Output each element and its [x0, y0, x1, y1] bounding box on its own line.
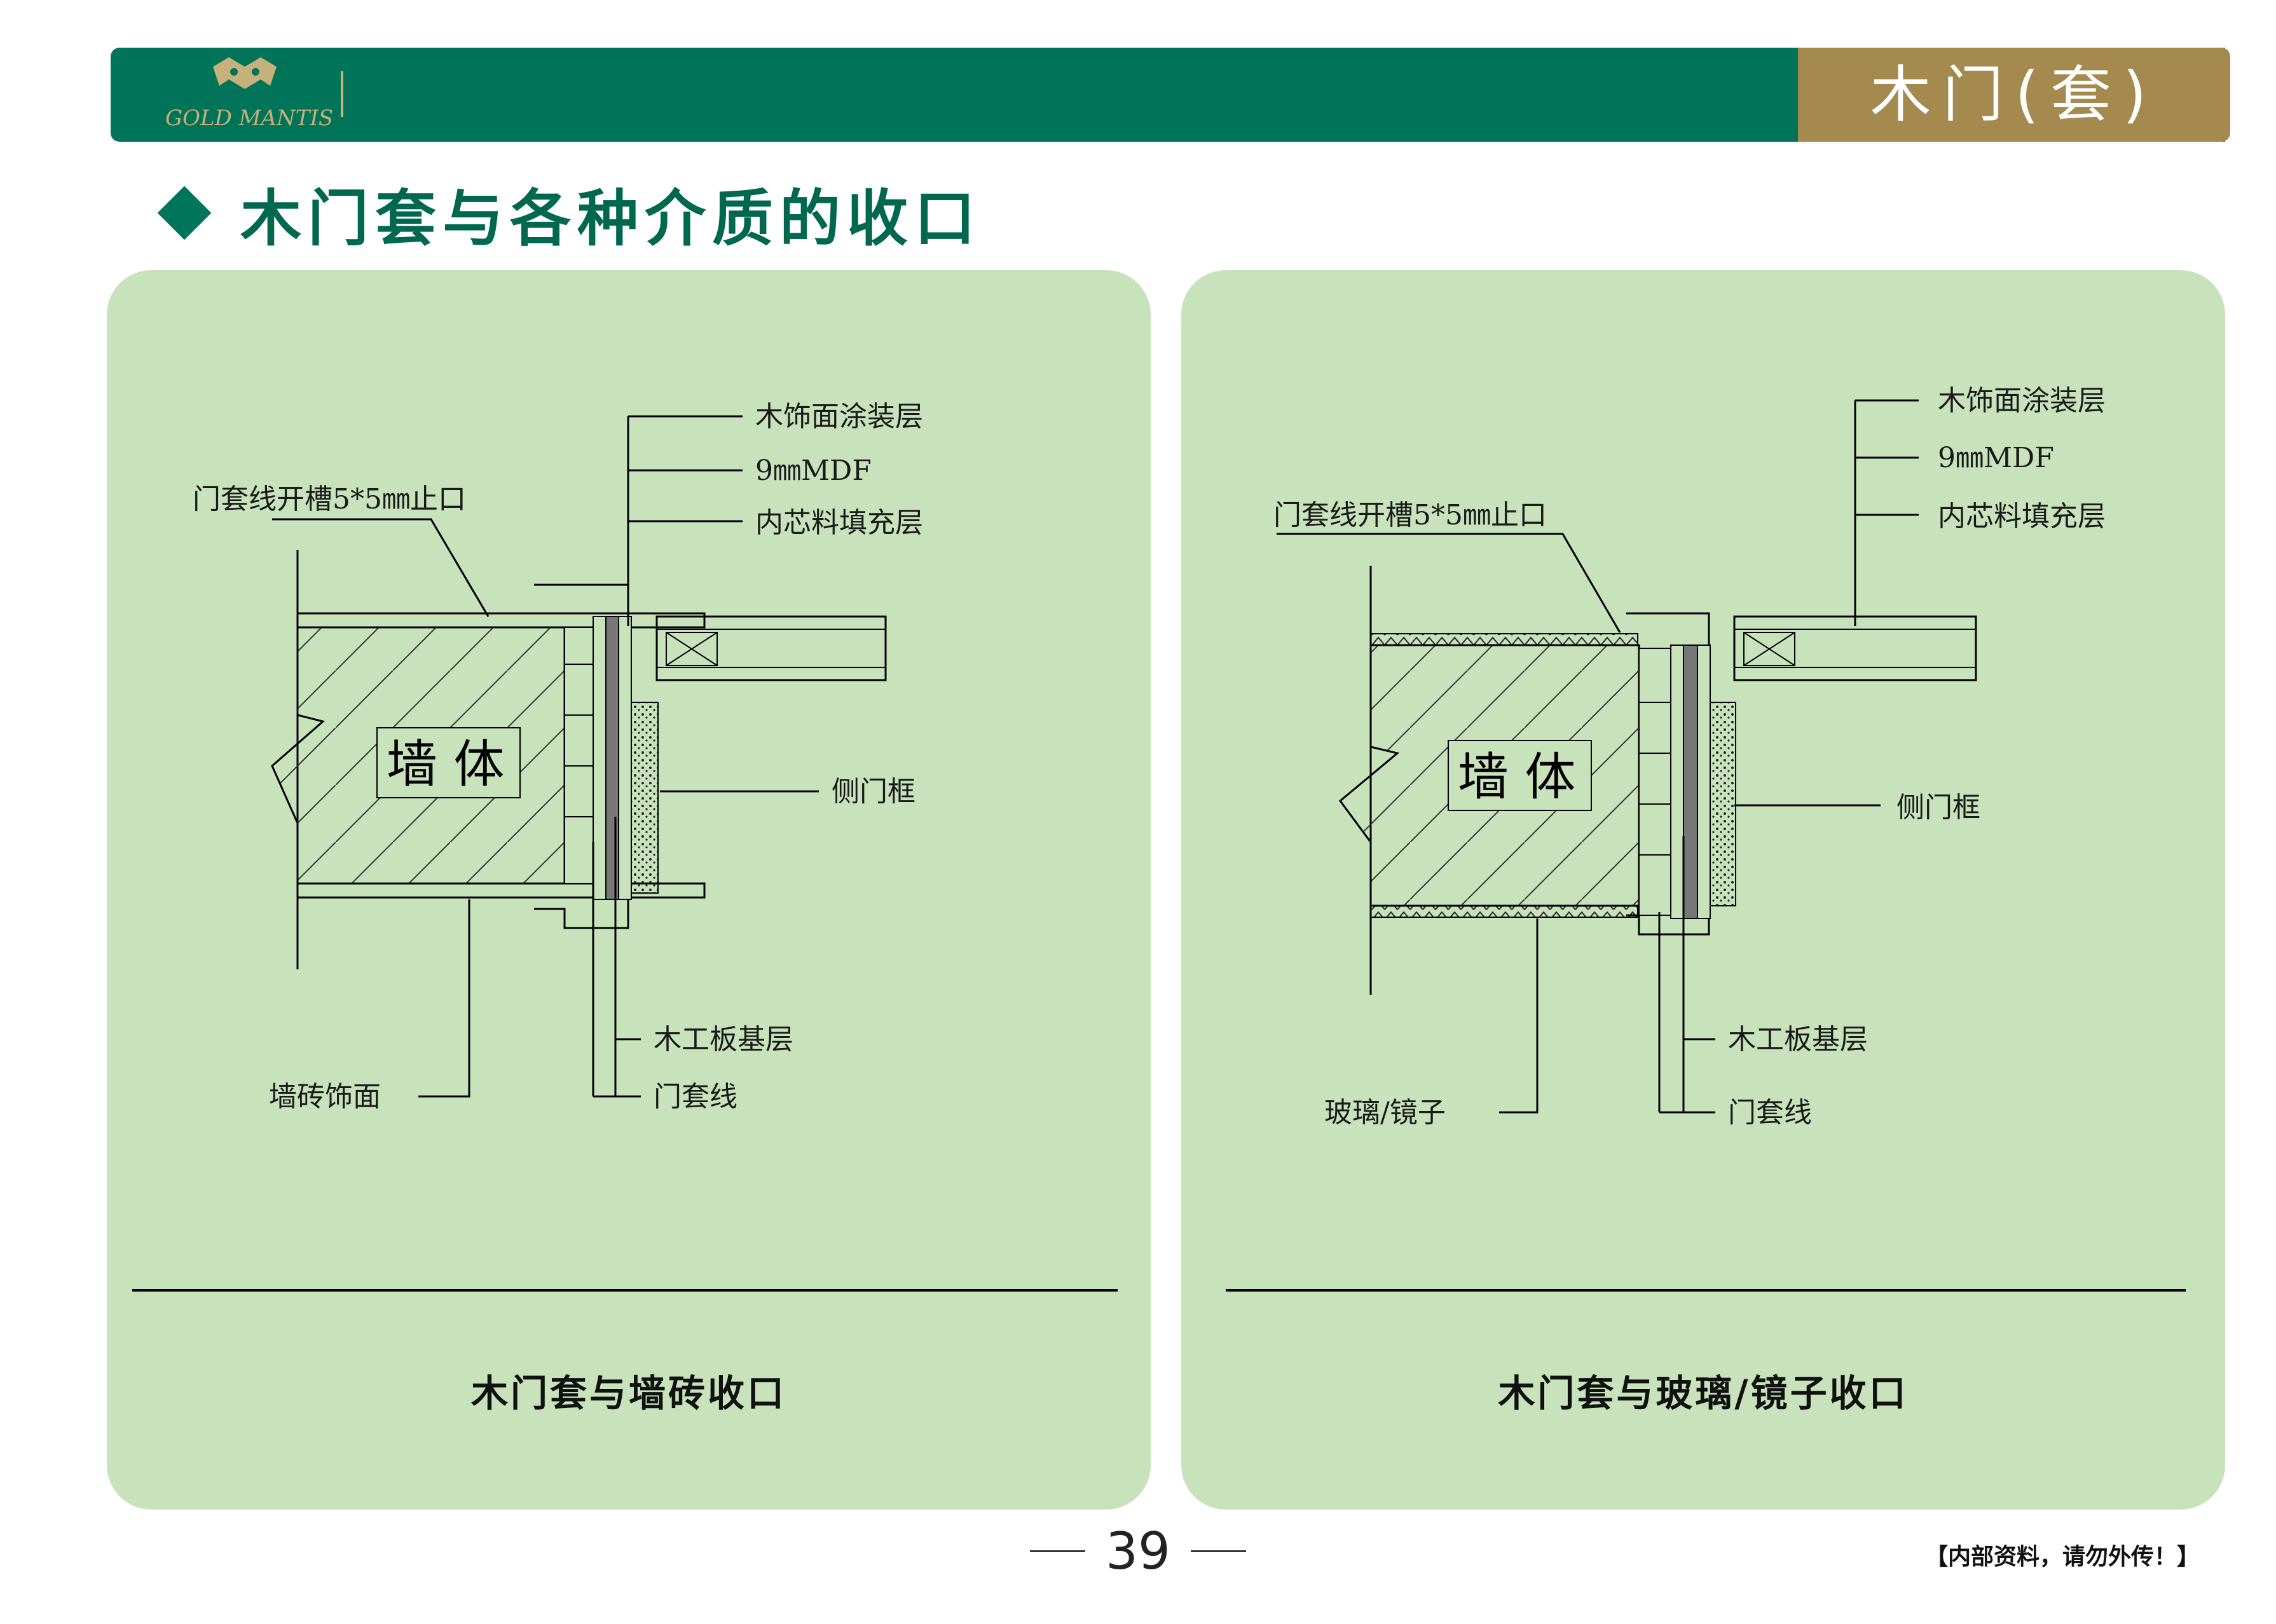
label-mdf: 9㎜MDF: [755, 454, 872, 487]
section-drawing-wall-tile: 墙 体 木饰面涂装层 9㎜MDF: [132, 400, 1118, 1292]
mantis-icon: [213, 57, 277, 89]
header-title-block: [1798, 48, 2230, 142]
label-side-frame: 侧门框: [1896, 791, 1980, 824]
label-plywood-base: 木工板基层: [1728, 1023, 1868, 1056]
label-plywood-base: 木工板基层: [654, 1023, 793, 1056]
label-casing: 门套线: [1728, 1096, 1812, 1129]
label-groove: 门套线开槽5*5㎜止口: [1273, 499, 1547, 531]
page-number-rule: [1190, 1550, 1246, 1552]
wall-label: 墙 体: [1458, 747, 1575, 807]
logo: GOLD MANTIS: [165, 57, 333, 131]
panel-glass-mirror: 墙 体 木饰面涂装层 9㎜MDF 内: [1181, 270, 2225, 1510]
label-core-fill: 内芯料填充层: [1938, 500, 2106, 533]
label-casing: 门套线: [654, 1081, 737, 1113]
panel-caption: 木门套与玻璃/镜子收口: [1498, 1372, 1909, 1415]
header-title: 木门(套): [1870, 59, 2158, 130]
section-heading: 木门套与各种介质的收口: [157, 178, 982, 254]
page-number: 39: [1106, 1521, 1170, 1581]
confidential-note: 【内部资料，请勿外传！】: [1924, 1543, 2200, 1570]
label-wood-finish: 木饰面涂装层: [1938, 385, 2106, 417]
label-wood-finish: 木饰面涂装层: [755, 400, 923, 433]
section-title: 木门套与各种介质的收口: [240, 182, 982, 254]
section-drawing-glass-mirror: 墙 体 木饰面涂装层 9㎜MDF 内: [1226, 385, 2186, 1292]
label-facing: 墙砖饰面: [269, 1081, 381, 1113]
label-groove: 门套线开槽5*5㎜止口: [193, 483, 466, 515]
label-mdf: 9㎜MDF: [1938, 442, 2054, 474]
wall-label: 墙 体: [387, 735, 504, 794]
label-core-fill: 内芯料填充层: [755, 507, 923, 539]
page-number-rule: [1030, 1550, 1086, 1552]
panel-caption: 木门套与墙砖收口: [470, 1372, 786, 1415]
label-facing: 玻璃/镜子: [1324, 1096, 1446, 1129]
label-side-frame: 侧门框: [832, 775, 915, 808]
logo-divider: [341, 71, 343, 117]
logo-text: GOLD MANTIS: [165, 106, 333, 131]
panel-wall-tile: 墙 体 木饰面涂装层 9㎜MDF: [107, 270, 1151, 1510]
page-number-block: 39: [1030, 1516, 1246, 1586]
diamond-bullet-icon: [157, 186, 212, 240]
